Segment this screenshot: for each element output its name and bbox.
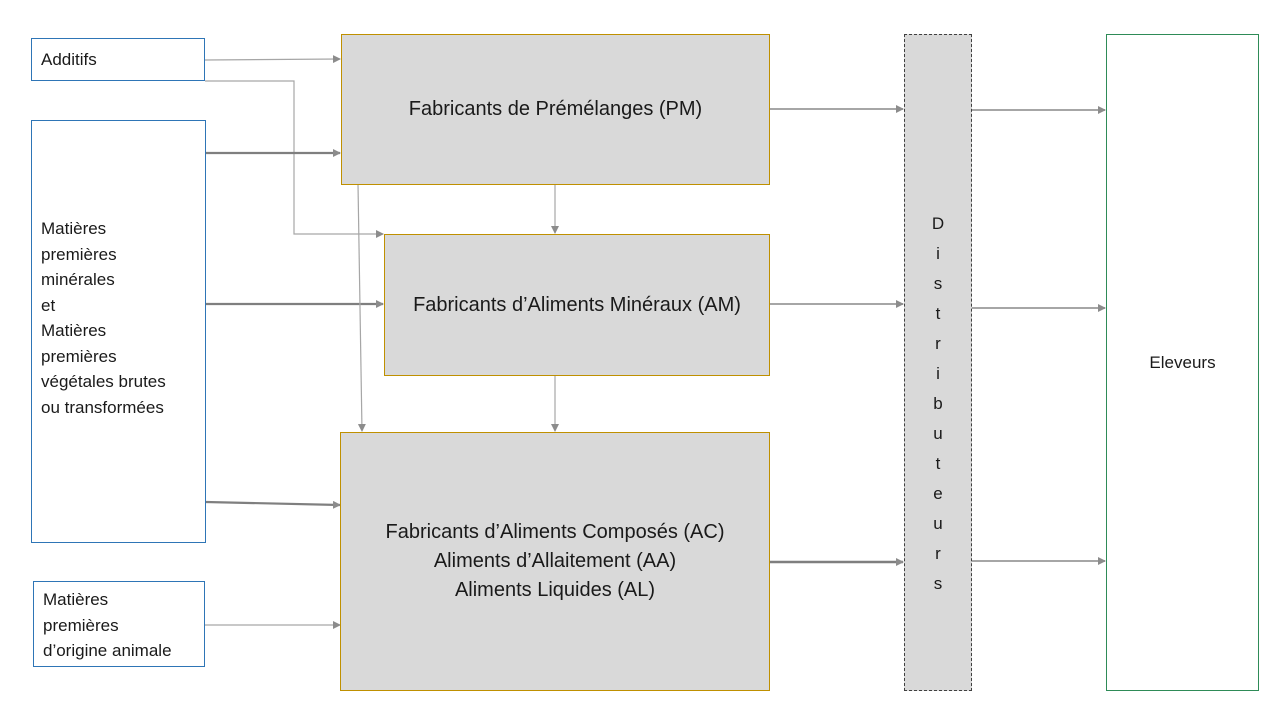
ac-label-line: Aliments Liquides (AL) — [454, 579, 656, 601]
distributeurs-letter: t — [935, 454, 941, 473]
matieres-animales-line: d’origine animale — [43, 641, 172, 660]
matieres-line: ou transformées — [41, 397, 164, 417]
arrow-pm-to-ac — [357, 183, 366, 432]
distributeurs-letter: r — [935, 334, 941, 353]
eleveurs-label: Eleveurs — [1149, 352, 1216, 372]
ac-label-line: Aliments d’Allaitement (AA) — [433, 550, 677, 572]
distributeurs-letter: b — [933, 394, 943, 413]
distributeurs-box: D i s t r i b u t e u r s — [904, 34, 972, 691]
additifs-label: Additifs — [41, 49, 97, 69]
pm-label: Fabricants de Prémélanges (PM) — [408, 98, 703, 120]
matieres-animales-line: premières — [43, 615, 119, 635]
fabricants-premelanges-box: Fabricants de Prémélanges (PM) — [341, 34, 770, 185]
distributeurs-letter: u — [933, 514, 943, 533]
matieres-line: minérales — [41, 270, 115, 289]
distributeurs-letter: i — [936, 244, 940, 263]
fabricants-aliments-mineraux-box: Fabricants d’Aliments Minéraux (AM) — [384, 234, 770, 376]
distributeurs-letter: s — [933, 274, 943, 293]
distributeurs-letter: s — [933, 574, 943, 593]
distributeurs-letter: r — [935, 544, 941, 563]
matieres-line: végétales brutes — [41, 372, 166, 391]
distributeurs-letter: u — [933, 424, 943, 443]
am-label: Fabricants d’Aliments Minéraux (AM) — [413, 293, 741, 316]
arrow-matieres-to-ac — [205, 500, 341, 509]
matieres-animales-box: Matières premières d’origine animale — [33, 581, 205, 667]
ac-label-line: Fabricants d’Aliments Composés (AC) — [385, 521, 725, 543]
additifs-box: Additifs — [31, 38, 205, 81]
distributeurs-letter: t — [935, 304, 941, 323]
matieres-line: Matières — [41, 219, 107, 238]
matieres-animales-line: Matières — [43, 590, 109, 609]
fabricants-aliments-composes-box: Fabricants d’Aliments Composés (AC) Alim… — [340, 432, 770, 691]
arrow-additifs-to-pm — [204, 55, 341, 64]
matieres-minerales-vegetales-box: Matières premières minérales et Matières… — [31, 120, 206, 543]
eleveurs-box: Eleveurs — [1106, 34, 1259, 691]
matieres-line: Matières — [41, 321, 107, 340]
matieres-line: et — [41, 295, 56, 315]
arrow-additifs-to-am — [205, 80, 384, 238]
matieres-line: premières — [41, 244, 117, 264]
distributeurs-letter: e — [933, 484, 943, 503]
distributeurs-letter: D — [931, 214, 945, 233]
matieres-line: premières — [41, 346, 117, 366]
distributeurs-label: D i s t r i b u t e u r s — [905, 209, 971, 599]
distributeurs-letter: i — [936, 364, 940, 383]
